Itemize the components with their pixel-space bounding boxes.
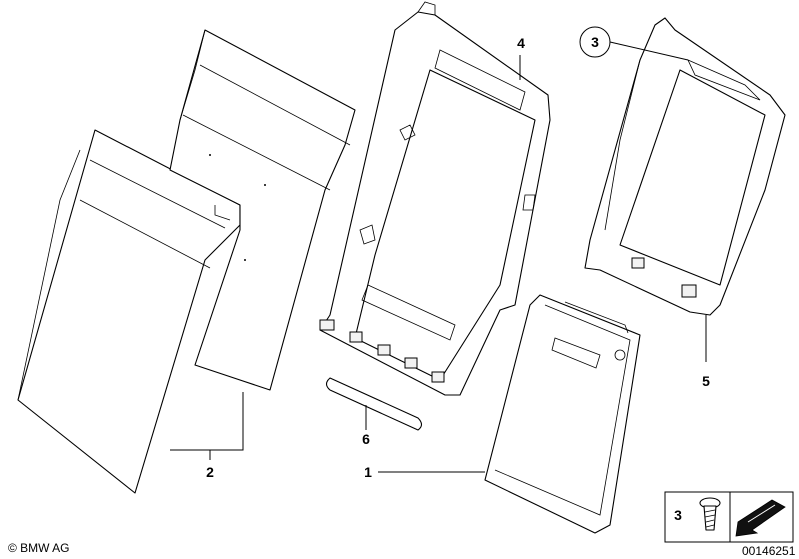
frame-part-5 [584, 17, 786, 316]
callout-1: 1 [364, 464, 372, 480]
direction-arrow-icon [735, 499, 786, 537]
callout-2: 2 [206, 464, 214, 480]
legend-screw-number: 3 [674, 507, 682, 523]
callout-5: 5 [702, 373, 710, 389]
leader-3 [609, 41, 689, 61]
screw-icon [699, 497, 721, 531]
cushion-rear [169, 29, 356, 391]
callout-6: 6 [362, 431, 370, 447]
callout-3: 3 [591, 34, 599, 50]
frame-part-4 [319, 1, 551, 396]
legend-box: 3 [664, 491, 794, 543]
diagram-id: 00146251 [742, 544, 796, 558]
callout-4: 4 [517, 35, 525, 51]
strip-part-6 [325, 377, 423, 431]
copyright-text: © BMW AG [8, 541, 70, 555]
cushion-front [17, 129, 241, 494]
callout-3-circle [579, 26, 611, 58]
back-panel-part-1 [484, 294, 641, 534]
leader-2 [170, 392, 244, 460]
